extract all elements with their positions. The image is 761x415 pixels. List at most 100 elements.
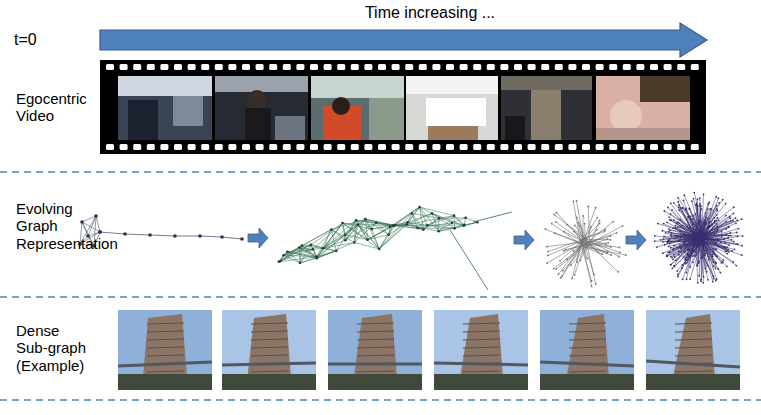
- graph-vertex: [605, 243, 607, 245]
- sky: [222, 310, 316, 390]
- graph-edge: [589, 239, 611, 240]
- building-floor: [463, 355, 500, 356]
- graph-vertex: [670, 264, 672, 266]
- graph-vertex: [595, 207, 597, 209]
- graph-edge: [379, 225, 407, 249]
- dashed-separator: [0, 399, 761, 401]
- graph-vertex: [708, 226, 710, 228]
- graph-vertex: [610, 254, 612, 256]
- graph-edge: [695, 209, 701, 235]
- graph-vertex: [622, 225, 624, 227]
- graph-vertex: [681, 207, 683, 209]
- sprocket-hole: [650, 64, 658, 70]
- step-arrow: [248, 228, 268, 248]
- graph-vertex: [677, 276, 679, 278]
- building-floor: [251, 371, 288, 372]
- graph-vertex: [669, 243, 671, 245]
- graph-vertex: [663, 223, 665, 225]
- graph-edge: [420, 207, 439, 231]
- building-floor: [569, 371, 606, 372]
- sprocket-row: [106, 144, 699, 150]
- sprocket-hole: [160, 64, 168, 70]
- graph-edge: [390, 222, 407, 226]
- graph-edge: [323, 248, 336, 250]
- graph-edge: [581, 246, 602, 254]
- graph-vertex: [556, 212, 558, 214]
- photo-detail: [501, 76, 592, 90]
- graph-vertex: [703, 276, 705, 278]
- overpass: [646, 361, 740, 367]
- graph-vertex: [708, 202, 710, 204]
- graph-vertex: [699, 197, 701, 199]
- graph-vertex: [728, 251, 730, 253]
- graph-vertex: [546, 262, 548, 264]
- graph-vertex: [701, 208, 703, 210]
- graph-vertex: [677, 197, 679, 199]
- graph-vertex: [725, 221, 727, 223]
- sprocket-hole: [568, 64, 576, 70]
- building-floor: [357, 355, 394, 356]
- graph-vertex: [560, 277, 562, 279]
- sprocket-hole: [596, 64, 604, 70]
- sprocket-hole: [242, 144, 250, 150]
- video-frame: [118, 76, 212, 140]
- building-floor: [569, 331, 606, 332]
- graph-vertex: [674, 256, 676, 258]
- graph-edge: [676, 228, 699, 237]
- sprocket-hole: [378, 64, 386, 70]
- sprocket-hole: [310, 144, 318, 150]
- sprocket-hole: [582, 144, 590, 150]
- graph-edge: [389, 222, 408, 234]
- graph-vertex: [662, 238, 664, 240]
- graph-vertex: [375, 221, 378, 224]
- graph-edge: [670, 230, 699, 233]
- sprocket-hole: [691, 144, 699, 150]
- graph-edge: [701, 204, 726, 235]
- graph-edge: [561, 246, 581, 278]
- graph-vertex: [562, 270, 564, 272]
- photo-detail: [275, 116, 305, 140]
- graph-vertex: [416, 227, 419, 230]
- graph-vertex: [728, 226, 730, 228]
- graph-vertex: [431, 212, 434, 215]
- building-floor: [251, 355, 288, 356]
- building-floor: [357, 339, 394, 340]
- graph-vertex: [571, 278, 573, 280]
- graph-vertex: [563, 231, 565, 233]
- graph-vertex: [610, 246, 612, 248]
- building-floor: [147, 339, 184, 340]
- sprocket-hole: [324, 144, 332, 150]
- graph-vertex: [667, 251, 669, 253]
- graph-vertex: [738, 228, 740, 230]
- graph-vertex: [697, 223, 699, 225]
- graph-vertex: [451, 221, 454, 224]
- graph-vertex: [741, 254, 743, 256]
- graph-edge: [699, 215, 716, 234]
- graph-vertex: [366, 238, 369, 241]
- graph-vertex: [677, 274, 679, 276]
- sprocket-hole: [528, 64, 536, 70]
- graph-vertex: [546, 246, 548, 248]
- graph-edge: [703, 234, 726, 237]
- photo-detail: [369, 98, 404, 140]
- graph-vertex: [700, 280, 702, 282]
- graph-vertex: [697, 264, 699, 266]
- graph-vertex: [547, 251, 549, 253]
- photo-detail: [428, 126, 478, 140]
- graph-vertex: [173, 234, 177, 238]
- graph-vertex: [733, 213, 735, 215]
- overpass: [434, 363, 528, 365]
- graph-edge: [573, 201, 580, 244]
- sprocket-hole: [296, 64, 304, 70]
- graph-vertex: [694, 255, 696, 257]
- photo-detail: [596, 128, 690, 140]
- graph-vertex: [563, 250, 565, 252]
- graph-edge: [464, 222, 478, 225]
- graph-vertex: [591, 285, 593, 287]
- ground: [434, 374, 528, 390]
- photo-ground: [406, 76, 498, 140]
- graph-edge: [454, 216, 456, 229]
- graph-vertex: [702, 282, 704, 284]
- graph-vertex: [686, 278, 688, 280]
- graph-edge: [420, 207, 433, 213]
